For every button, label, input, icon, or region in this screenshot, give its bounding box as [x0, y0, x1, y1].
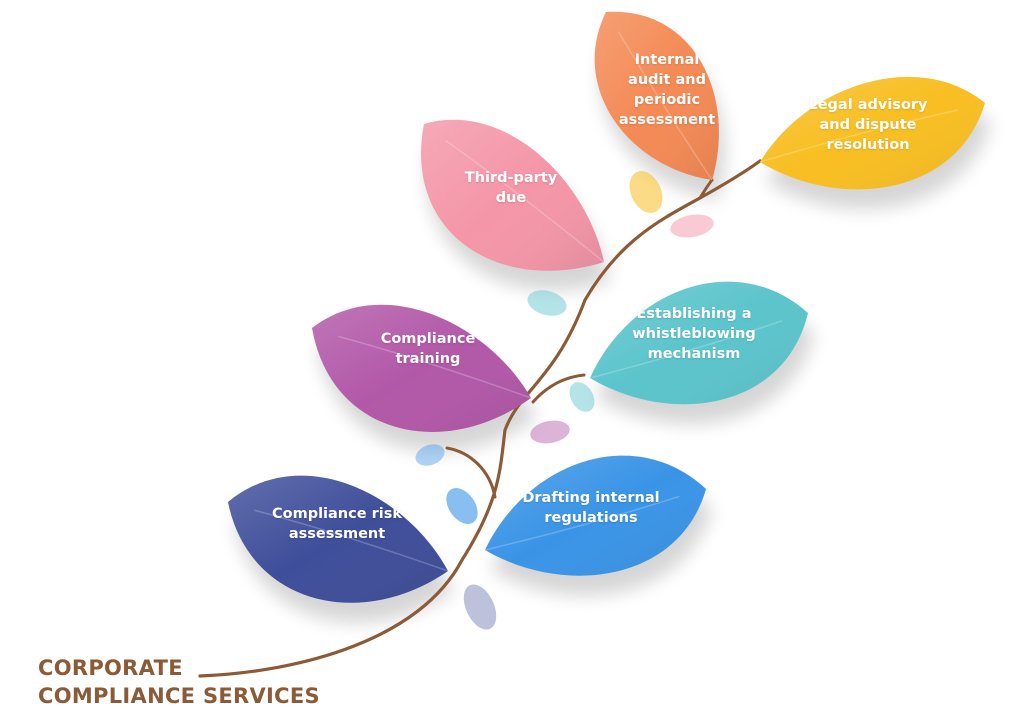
leaf-midrib-thirdparty: [445, 139, 605, 263]
leaf-midrib-risk: [254, 509, 449, 572]
leaf-gloss-audit: [594, 11, 719, 180]
branch-whistle: [531, 373, 586, 404]
leaf-label-risk: Compliance risk assessment: [271, 506, 402, 542]
leaf-gloss-drafting: [485, 455, 706, 576]
branch-audit: [698, 178, 714, 200]
petal-5: [415, 444, 445, 466]
leaf-midrib-drafting: [484, 495, 680, 551]
leaf-gloss-risk: [228, 475, 448, 603]
petal-3: [569, 382, 595, 412]
title-line-1: CORPORATE: [38, 656, 183, 680]
petal-6: [446, 487, 478, 525]
leaf-midrib-training: [338, 335, 532, 399]
petal-0: [629, 171, 663, 213]
main-stem: [198, 159, 762, 678]
leaf-label-thirdparty: Third-party due: [464, 170, 558, 206]
leaf-label-whistle: Establishing a whistleblowing mechanism: [632, 306, 756, 362]
leaf-label-audit: Internal audit and periodic assessment: [618, 52, 716, 128]
leaf-label-legal: Legal advisory and dispute resolution: [808, 97, 928, 153]
leaf-midrib-whistle: [589, 320, 783, 379]
leaf-label-training: Compliance training: [380, 331, 476, 367]
title-line-2: COMPLIANCE SERVICES: [38, 684, 320, 708]
leaf-label-drafting: Drafting internal regulations: [522, 490, 660, 526]
petal-2: [527, 290, 567, 316]
leaf-gloss-legal: [760, 76, 985, 190]
leaf-gloss-whistle: [590, 281, 808, 405]
leaf-gloss-thirdparty: [421, 119, 604, 271]
leaf-midrib-audit: [618, 31, 713, 181]
petal-1: [670, 214, 714, 238]
leaf-midrib-legal: [759, 109, 959, 163]
petal-7: [463, 584, 497, 630]
petals: [415, 171, 714, 630]
petal-4: [530, 420, 570, 444]
leaf-gloss-training: [312, 304, 531, 432]
branch-risk: [445, 446, 497, 499]
vine-stem: [198, 159, 762, 678]
leaves: [228, 11, 985, 603]
